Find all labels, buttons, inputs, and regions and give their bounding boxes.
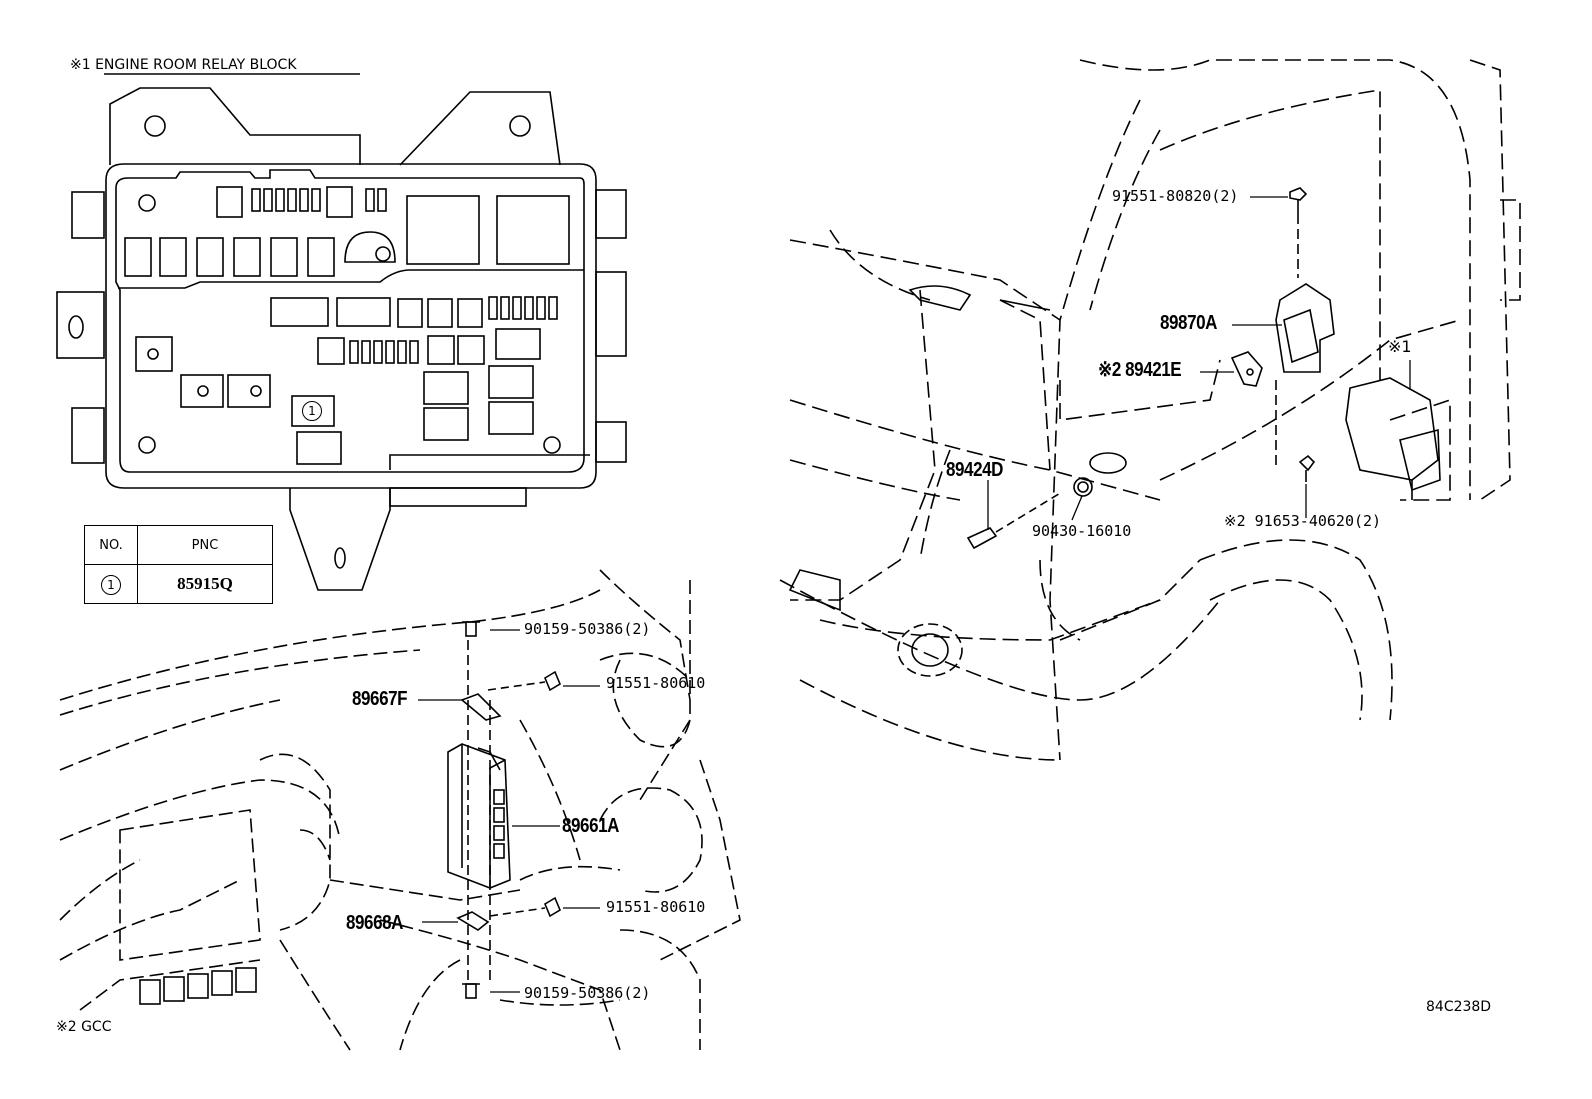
footnote-gcc: ※2 GCC (56, 1019, 112, 1035)
label-89421E: ※2 89421E (1098, 359, 1182, 381)
label-89667F: 89667F (352, 688, 408, 710)
relay-callout: 1 (302, 401, 322, 421)
label-89424D: 89424D (946, 459, 1004, 481)
pnc-header-row: NO. PNC (84, 525, 273, 565)
label-91653-40620: ※2 91653-40620(2) (1224, 512, 1382, 530)
relay-block-title: ※1 ENGINE ROOM RELAY BLOCK (70, 57, 297, 73)
label-91551-80820: 91551-80820(2) (1112, 187, 1239, 205)
label-91551-80610-bot: 91551-80610 (606, 898, 706, 916)
dashboard-drawing (59, 569, 741, 1051)
pnc-row: 1 85915Q (84, 564, 273, 604)
pnc-table: NO. PNC 1 85915Q (84, 525, 273, 604)
vehicle-parts (966, 187, 1441, 550)
ref-1-mark: ※1 (1388, 337, 1412, 356)
label-89870A: 89870A (1160, 312, 1218, 334)
col-no: NO. (84, 525, 138, 565)
label-90159-50386-bot: 90159-50386(2) (524, 984, 651, 1002)
row-no-circle: 1 (101, 574, 121, 595)
dash-vents (139, 967, 257, 1005)
label-89668A: 89668A (346, 912, 404, 934)
diagram-code: 84C238D (1426, 999, 1492, 1015)
vehicle-drawing (779, 59, 1521, 761)
col-pnc: PNC (137, 525, 273, 565)
label-91551-80610-top: 91551-80610 (606, 674, 706, 692)
relay-block-drawing (56, 73, 627, 591)
callout-circle: 1 (302, 401, 322, 421)
label-90159-50386-top: 90159-50386(2) (524, 620, 651, 638)
pnc-row-value: 85915Q (137, 564, 273, 604)
pnc-value: 85915Q (177, 574, 233, 593)
junction-block-drawing (447, 621, 562, 999)
leader-lines (418, 196, 1411, 993)
label-90430-16010: 90430-16010 (1032, 522, 1132, 540)
pnc-row-no: 1 (84, 564, 138, 604)
vehicle-solid (788, 285, 1051, 677)
label-89661A: 89661A (562, 815, 620, 837)
